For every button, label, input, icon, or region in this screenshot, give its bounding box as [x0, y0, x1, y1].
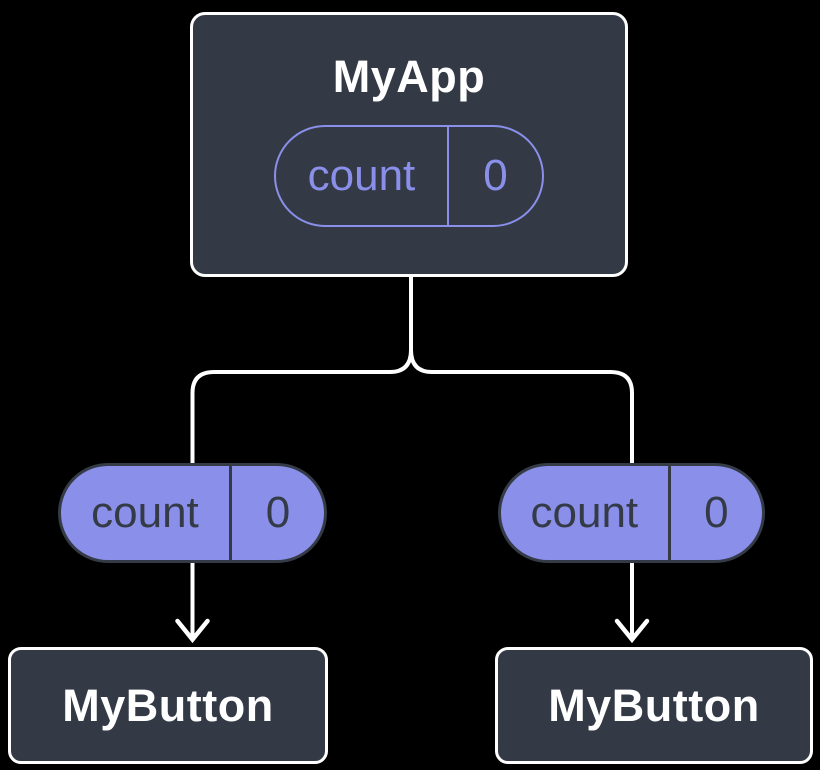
left-branch-line [190, 349, 413, 464]
right-branch-line [409, 349, 634, 464]
mybutton-right-title: MyButton [548, 679, 760, 731]
state-pill-label: count [276, 127, 449, 225]
left-arrowhead-icon [175, 618, 210, 644]
right-arrowhead-icon [614, 618, 650, 644]
state-pill-value: 0 [483, 151, 508, 200]
prop-pill-right-value: 0 [704, 488, 729, 537]
node-myapp: MyApp count 0 [190, 12, 628, 277]
node-mybutton-left: MyButton [8, 647, 328, 764]
prop-pill-right: count 0 [498, 463, 765, 563]
node-mybutton-right: MyButton [495, 647, 813, 764]
prop-pill-left-label: count [61, 466, 232, 560]
prop-pill-right-label: count [501, 466, 671, 560]
prop-pill-left: count 0 [58, 463, 327, 563]
prop-pill-left-value: 0 [265, 488, 291, 537]
mybutton-left-title: MyButton [62, 679, 274, 731]
myapp-title: MyApp [332, 51, 486, 102]
state-pill: count 0 [274, 125, 544, 227]
